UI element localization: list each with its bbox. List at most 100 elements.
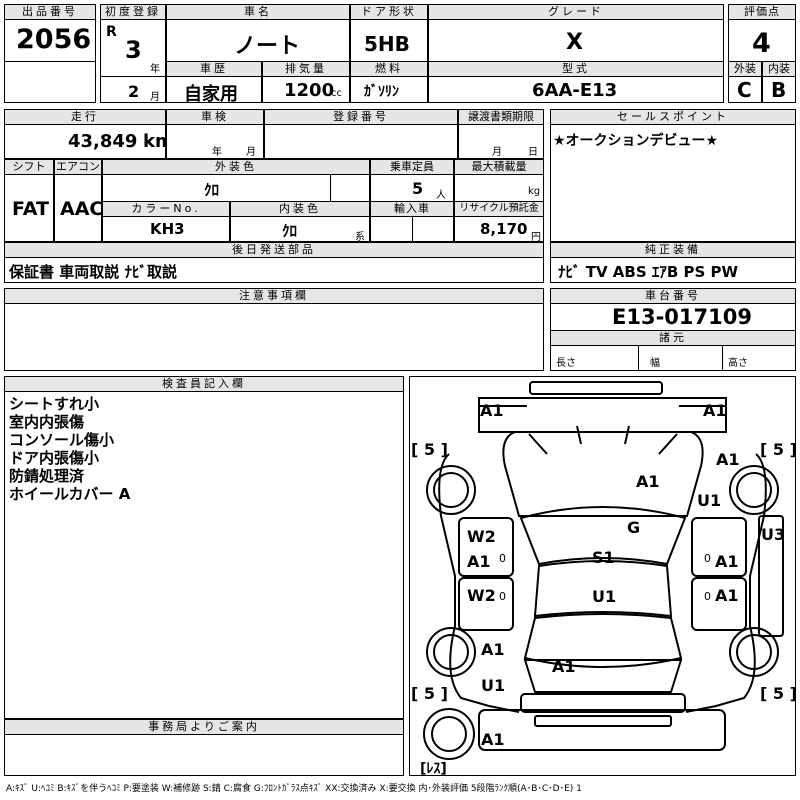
load-unit: kg — [528, 186, 541, 197]
lot-number: 2056 — [16, 24, 92, 55]
inspect-box — [166, 124, 264, 159]
history: 自家用 — [184, 84, 238, 105]
recycle-unit: 円 — [531, 232, 541, 243]
fuel-box — [350, 76, 428, 103]
shift: FAT — [12, 198, 49, 220]
recycle: 8,170 — [480, 220, 528, 238]
displacement: 1200 — [284, 80, 335, 101]
tire-rear-left: [ 5 ] — [411, 684, 448, 703]
shift-header: シフト — [4, 159, 54, 175]
damage-mark: A1 — [552, 657, 576, 676]
reg-month: 2 — [128, 82, 140, 101]
import-header: 輸入車 — [370, 201, 454, 217]
damage-mark: U3 — [761, 525, 786, 544]
door-header: ドア形状 — [350, 4, 428, 20]
inspect-year-unit: 年 — [212, 147, 222, 158]
mileage: 43,849 — [68, 131, 138, 152]
color-divider — [330, 174, 331, 202]
damage-mark: A1 — [480, 401, 504, 420]
ext-header: 外装 — [728, 61, 762, 77]
model-header: 型式 — [428, 61, 724, 77]
damage-mark: W2 — [467, 527, 496, 546]
damage-mark: U1 — [592, 587, 617, 606]
score: 4 — [752, 28, 771, 59]
tire-rear-right: [ 5 ] — [760, 684, 797, 703]
model-box — [428, 76, 724, 103]
grade-header: グレード — [428, 4, 724, 20]
remark-line: 室内内張傷 — [9, 413, 85, 431]
ext-box — [728, 76, 762, 103]
damage-mark: U1 — [481, 676, 506, 695]
inspect-header: 車検 — [166, 109, 264, 125]
load-header: 最大積載量 — [454, 159, 544, 175]
seats-header: 乗車定員 — [370, 159, 454, 175]
ac-box — [54, 174, 102, 242]
legend: A:ｷｽﾞ U:ﾍｺﾐ B:ｷｽﾞを伴うﾍｺﾐ P:要塗装 W:補修跡 S:錆 … — [6, 784, 582, 794]
spec-length: 長さ — [556, 358, 576, 369]
reg-header: 初度登録 — [100, 4, 166, 20]
history-header: 車歴 — [166, 61, 262, 77]
tire-front-left: [ 5 ] — [411, 440, 448, 459]
damage-mark: A1 — [703, 401, 727, 420]
reg-era: R — [106, 24, 117, 40]
caution-box — [4, 303, 544, 371]
sales-header: セールスポイント — [550, 109, 796, 125]
remark-line: ホイールカバー A — [9, 485, 131, 503]
regno-box — [264, 124, 458, 159]
lot-header: 出品番号 — [4, 4, 96, 20]
remark-line: シートすれ小 — [9, 395, 100, 413]
reg-month-unit: 月 — [150, 92, 160, 103]
disp-unit: cc — [331, 88, 342, 99]
office-header: 事務局よりご案内 — [4, 719, 404, 735]
fuel-header: 燃料 — [350, 61, 428, 77]
transfer-header: 譲渡書類期限 — [458, 109, 544, 125]
damage-mark: W2 — [467, 586, 496, 605]
inspector-box — [4, 391, 404, 719]
chassis-number: E13-017109 — [612, 305, 752, 329]
history-box — [166, 76, 262, 103]
chassis-header: 車台番号 — [550, 288, 796, 304]
name-header: 車名 — [166, 4, 350, 20]
later-parts: 保証書 車両取説 ﾅﾋﾞ取説 — [9, 263, 177, 281]
color-header: 外装色 — [102, 159, 370, 175]
damage-mark: A1 — [715, 552, 739, 571]
spec-divider-1 — [638, 345, 639, 371]
later-box — [4, 257, 544, 283]
disp-box — [262, 76, 350, 103]
zero-mark: 0 — [704, 552, 711, 565]
disp-header: 排気量 — [262, 61, 350, 77]
zero-mark: 0 — [499, 590, 506, 603]
inspect-month-unit: 月 — [246, 147, 256, 158]
ac-header: エアコン — [54, 159, 102, 175]
reg-box — [100, 4, 166, 103]
damage-mark: A1 — [481, 730, 505, 749]
spec-height: 高さ — [728, 358, 748, 369]
door-type: 5HB — [364, 32, 410, 56]
equipment: ﾅﾋﾞ TV ABS ｴｱB PS PW — [558, 263, 739, 281]
mileage-header: 走行 — [4, 109, 166, 125]
lot-spacer — [4, 61, 96, 103]
intcolor: ｸﾛ — [282, 222, 298, 240]
seats: 5 — [412, 179, 424, 198]
colorno-header: カラーNo. — [102, 201, 230, 217]
seats-box — [370, 174, 454, 202]
transfer-box — [458, 124, 544, 159]
caution-header: 注意事項欄 — [4, 288, 544, 304]
model: 6AA-E13 — [532, 80, 618, 101]
damage-mark: U1 — [697, 491, 722, 510]
intcolor-unit: 系 — [355, 232, 365, 243]
later-header: 後日発送部品 — [4, 242, 544, 258]
damage-mark: A1 — [636, 472, 660, 491]
damage-mark: A1 — [716, 450, 740, 469]
import-divider — [412, 216, 413, 242]
equip-box — [550, 257, 796, 283]
spare-tire: [ﾚｽ] — [420, 761, 447, 777]
remark-line: ドア内張傷小 — [9, 449, 100, 467]
car-name: ノート — [234, 34, 301, 59]
recycle-box — [454, 216, 544, 242]
remark-line: コンソール傷小 — [9, 431, 115, 449]
spec-divider-2 — [722, 345, 723, 371]
office-box — [4, 734, 404, 776]
damage-mark: G — [627, 518, 641, 537]
grade: X — [566, 30, 583, 55]
